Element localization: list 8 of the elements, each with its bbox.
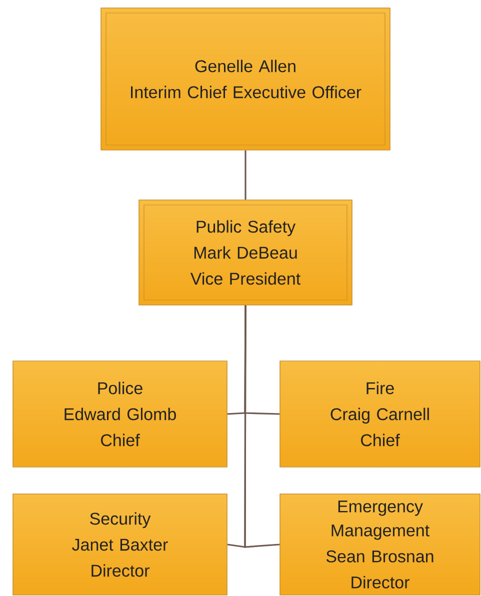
org-chart-box: Fire Craig Carnell Chief bbox=[280, 360, 480, 468]
org-chart-box: Police Edward Glomb Chief bbox=[12, 360, 228, 468]
org-chart-box: Emergency Management Sean Brosnan Director bbox=[280, 494, 480, 596]
org-chart-box: Public Safety Mark DeBeau Vice President bbox=[138, 200, 352, 306]
connector-line bbox=[244, 305, 280, 548]
org-chart-box: Genelle Allen Interim Chief Executive Officer bbox=[100, 8, 390, 150]
connector-line bbox=[244, 150, 246, 200]
org-chart-box: Security Janet Baxter Director bbox=[12, 494, 228, 596]
